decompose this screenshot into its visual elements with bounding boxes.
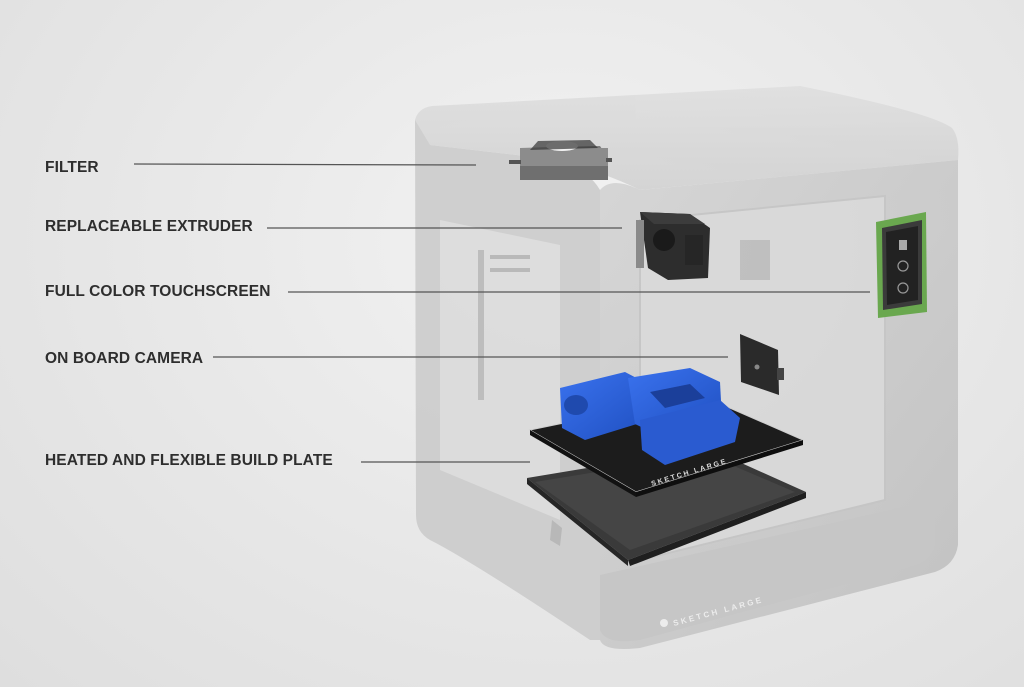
leader-lines: [133, 163, 870, 463]
callout-replaceable-extruder: REPLACEABLE EXTRUDER: [45, 218, 253, 235]
camera-module: [740, 334, 784, 395]
extruder-module: [636, 212, 710, 280]
printed-object: [560, 368, 740, 465]
callout-filter: FILTER: [45, 159, 99, 176]
printer-body: [415, 86, 959, 649]
leader-line-filter: [133, 163, 477, 166]
touchscreen-module: [876, 212, 927, 318]
filter-module: [509, 140, 612, 180]
magnetic-base-plate: [527, 448, 806, 566]
callout-heated-flexible-build-plate: HEATED AND FLEXIBLE BUILD PLATE: [45, 452, 333, 469]
callout-on-board-camera: ON BOARD CAMERA: [45, 350, 204, 367]
callout-full-color-touchscreen: FULL COLOR TOUCHSCREEN: [45, 283, 271, 300]
